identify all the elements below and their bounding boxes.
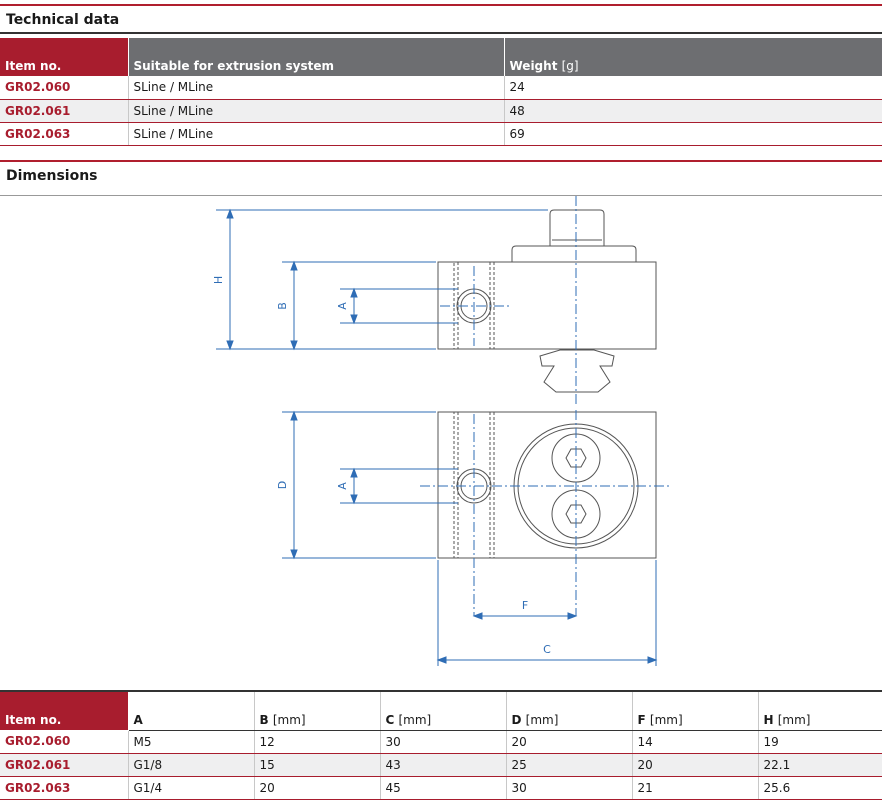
d-cell: 25 — [506, 753, 633, 777]
col-weight: Weight [g] — [504, 38, 882, 76]
table-row: GR02.060 M5 12 30 20 14 19 — [0, 730, 882, 754]
f-cell: 20 — [632, 753, 759, 777]
side-view-clamp-plate — [511, 245, 637, 262]
dimensions-table-rule — [0, 690, 882, 692]
item-no-cell: GR02.060 — [0, 730, 129, 754]
dim-label-d: D — [276, 481, 289, 489]
technical-data-title: Technical data — [0, 4, 882, 34]
item-no-cell: GR02.061 — [0, 99, 129, 123]
technical-data-table: Item no. Suitable for extrusion system W… — [0, 38, 882, 146]
dim-label-a-top: A — [336, 302, 349, 310]
hex-socket-icon — [565, 448, 587, 468]
item-no-cell: GR02.063 — [0, 776, 129, 800]
h-cell: 19 — [758, 730, 882, 754]
system-cell: SLine / MLine — [128, 122, 505, 146]
c-cell: 30 — [380, 730, 507, 754]
a-cell: M5 — [128, 730, 255, 754]
weight-cell: 24 — [504, 76, 882, 100]
side-view-t-nut — [539, 349, 615, 393]
weight-cell: 48 — [504, 99, 882, 123]
f-cell: 21 — [632, 776, 759, 800]
dim-label-h: H — [212, 276, 225, 284]
item-no-cell: GR02.063 — [0, 122, 129, 146]
dimensions-title: Dimensions — [0, 160, 882, 196]
d-cell: 30 — [506, 776, 633, 800]
table-row: GR02.063 G1/4 20 45 30 21 25.6 — [0, 776, 882, 800]
f-cell: 14 — [632, 730, 759, 754]
table-row: GR02.061 SLine / MLine 48 — [0, 99, 882, 123]
technical-drawing-svg: H B A D A F C — [212, 196, 672, 666]
system-cell: SLine / MLine — [128, 76, 505, 100]
col-d: D [mm] — [506, 692, 633, 731]
col-extrusion-system: Suitable for extrusion system — [128, 38, 505, 76]
dimensions-table: Item no. A B [mm] C [mm] D [mm] F [mm] H… — [0, 692, 882, 800]
b-cell: 12 — [254, 730, 381, 754]
dimensions-header-row: Item no. A B [mm] C [mm] D [mm] F [mm] H… — [0, 692, 882, 731]
col-a: A — [128, 692, 255, 731]
a-cell: G1/4 — [128, 776, 255, 800]
dimension-drawing: H B A D A F C — [0, 196, 882, 690]
a-cell: G1/8 — [128, 753, 255, 777]
d-cell: 20 — [506, 730, 633, 754]
col-h: H [mm] — [758, 692, 882, 731]
dim-label-a-bottom: A — [336, 482, 349, 490]
top-view-body — [437, 411, 657, 559]
table-row: GR02.063 SLine / MLine 69 — [0, 122, 882, 146]
b-cell: 15 — [254, 753, 381, 777]
item-no-cell: GR02.060 — [0, 76, 129, 100]
col-item-no: Item no. — [0, 692, 129, 730]
system-cell: SLine / MLine — [128, 99, 505, 123]
col-b: B [mm] — [254, 692, 381, 731]
col-item-no: Item no. — [0, 38, 129, 76]
technical-header-row: Item no. Suitable for extrusion system W… — [0, 38, 882, 76]
col-f: F [mm] — [632, 692, 759, 731]
dim-label-c: C — [543, 643, 551, 656]
h-cell: 22.1 — [758, 753, 882, 777]
col-c: C [mm] — [380, 692, 507, 731]
table-row: GR02.061 G1/8 15 43 25 20 22.1 — [0, 753, 882, 777]
table-row: GR02.060 SLine / MLine 24 — [0, 76, 882, 100]
weight-cell: 69 — [504, 122, 882, 146]
side-view-screw-head — [549, 209, 605, 246]
item-no-cell: GR02.061 — [0, 753, 129, 777]
dim-label-b: B — [276, 302, 289, 310]
dim-label-f: F — [522, 599, 528, 612]
b-cell: 20 — [254, 776, 381, 800]
hex-socket-icon — [565, 504, 587, 524]
side-view-body — [437, 261, 657, 350]
h-cell: 25.6 — [758, 776, 882, 800]
c-cell: 43 — [380, 753, 507, 777]
c-cell: 45 — [380, 776, 507, 800]
